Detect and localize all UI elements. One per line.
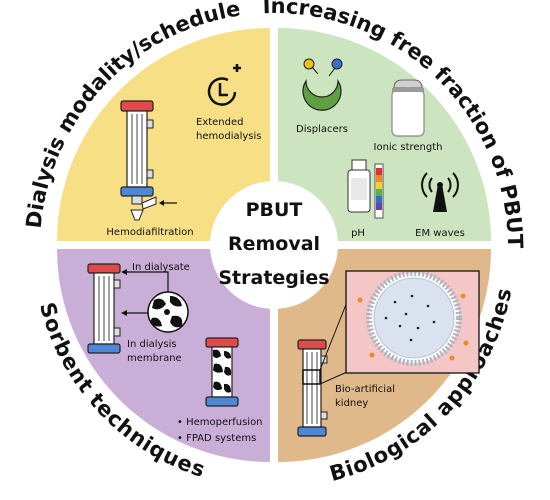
in-membrane-line1: In dialysis — [127, 339, 177, 350]
antenna-icon — [421, 172, 459, 212]
hemoperfusion-column-icon — [205, 337, 239, 407]
ionic-strength-label: Ionic strength — [374, 142, 443, 153]
extended-label-line2: hemodialysis — [196, 131, 262, 142]
ph-bottle-icon — [347, 159, 384, 219]
center-line2: Removal — [228, 233, 320, 255]
bak-label-line1: Bio-artificial — [335, 384, 395, 395]
ph-label: pH — [351, 228, 365, 239]
extended-label-line1: Extended — [196, 117, 244, 128]
em-waves-label: EM waves — [415, 228, 465, 239]
clock-plus-icon — [207, 64, 241, 106]
sorbent-bead-icon — [147, 291, 189, 333]
in-dialysate-label: In dialysate — [132, 262, 190, 273]
bullet-fpad: • FPAD systems — [177, 433, 256, 444]
displacer-icon — [302, 58, 343, 111]
fiber-cross-section — [345, 270, 480, 374]
sorbent-arrows — [121, 269, 169, 316]
quadrant-dialysis-modality — [57, 28, 270, 241]
bak-label-line2: kidney — [335, 398, 368, 409]
hdf-label: Hemodiafiltration — [106, 227, 193, 238]
center-line3: Strategies — [218, 267, 329, 289]
center-badge: PBUT Removal Strategies — [210, 181, 338, 309]
bullet-hemoperfusion: • Hemoperfusion — [177, 417, 263, 428]
displacers-label: Displacers — [296, 124, 348, 135]
dialyzer-small-icon — [87, 263, 121, 354]
center-line1: PBUT — [246, 199, 303, 221]
dialyzer-icon — [120, 100, 177, 221]
hollow-fiber-icon — [297, 301, 348, 437]
in-membrane-line2: membrane — [127, 353, 182, 364]
salt-shaker-icon — [391, 79, 425, 137]
